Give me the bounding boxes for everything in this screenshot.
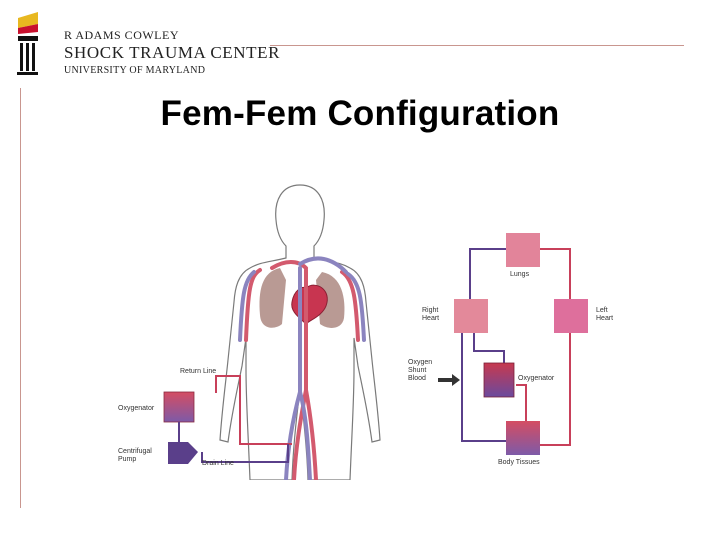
left-heart-to-body-line — [540, 331, 571, 446]
logo-line-1: R Adams Cowley — [64, 28, 180, 42]
arterial-vessels — [244, 260, 360, 482]
return-line-tube — [215, 375, 292, 445]
slide-title: Fem-Fem Configuration — [0, 94, 720, 134]
circulation-schematic-graphic — [438, 233, 588, 455]
drain-line-tube — [201, 444, 289, 463]
right-heart-label: Right Heart — [422, 307, 440, 322]
oxygen-shunt-blood-label: Oxygen Shunt Blood — [408, 359, 433, 382]
oxygenator-out-line — [516, 384, 527, 421]
return-line-label: Return Line — [180, 368, 217, 375]
left-heart-label: Left Heart — [596, 307, 614, 322]
body-tissues-box — [506, 421, 540, 455]
body-to-right-heart-line — [461, 331, 506, 442]
circulation-schematic: Lungs Right Heart Left Heart Oxygen Shun… — [400, 225, 613, 475]
centrifugal-pump-device — [168, 442, 198, 464]
oxygenator-box — [483, 362, 515, 398]
body-diagram-graphic — [163, 184, 381, 482]
header-divider — [270, 45, 684, 46]
left-heart-box — [554, 299, 588, 333]
oxygenator-label-right: Oxygenator — [518, 375, 555, 382]
oxygenator-device — [163, 391, 195, 423]
slide-title-text: Fem-Fem Configuration — [160, 94, 560, 133]
lungs-box — [506, 233, 540, 267]
shunt-to-oxygenator-line — [473, 331, 505, 363]
venous-vessels — [238, 256, 366, 482]
lungs-organ — [259, 268, 345, 328]
logo: R Adams Cowley Shock Trauma Center Unive… — [14, 10, 279, 80]
centrifugal-pump-label: Centrifugal Pump — [118, 448, 152, 463]
oxygenator-label-left: Oxygenator — [118, 405, 155, 412]
logo-line-2: Shock Trauma Center — [64, 43, 281, 62]
right-heart-to-lungs-line — [469, 248, 506, 301]
left-divider — [20, 88, 21, 508]
shunt-arrow-icon — [438, 374, 460, 386]
body-tissues-label: Body Tissues — [498, 459, 540, 466]
shock-trauma-emblem-icon — [17, 12, 38, 75]
lungs-to-left-heart-line — [540, 248, 571, 301]
lungs-label: Lungs — [510, 271, 530, 278]
logo-line-3: University of Maryland — [64, 65, 206, 76]
drain-line-label: Drain Line — [202, 460, 234, 467]
body-circulation-diagram: Return Line Oxygenator Centrifugal Pump … — [110, 180, 400, 482]
right-heart-box — [454, 299, 488, 333]
